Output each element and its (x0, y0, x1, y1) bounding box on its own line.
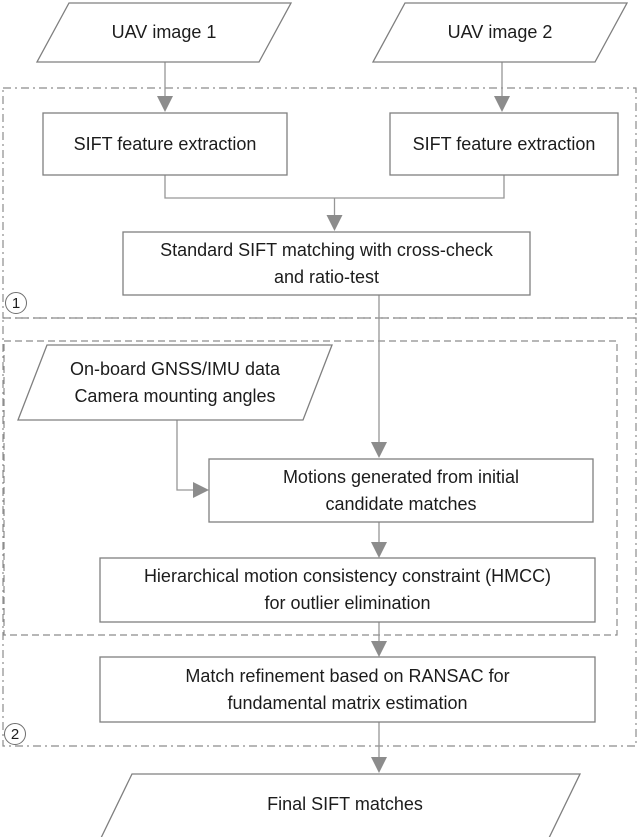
ransac-refinement-box (99, 656, 596, 723)
stage-2-badge: 2 (4, 723, 26, 745)
standard-matching-label: Standard SIFT matching with cross-check … (160, 239, 493, 287)
final-matches-parallelogram (100, 773, 582, 837)
stage-2-region-border (2, 317, 637, 747)
connector-gnss-to-motions (176, 420, 194, 491)
arrowhead-gnss-to-motions (193, 482, 209, 498)
ransac-refinement-label: Match refinement based on RANSAC for fun… (185, 665, 510, 713)
arrowhead-hmcc-to-ransac (371, 641, 387, 657)
uav-image-1-label: UAV image 1 (111, 22, 217, 42)
gnss-imu-label: On-board GNSS/IMU data Camera mounting a… (69, 358, 281, 406)
hmcc-highlight-region-border (3, 340, 618, 636)
arrowhead-uav2-to-sift2 (494, 96, 510, 112)
arrowhead-motions-to-hmcc (371, 542, 387, 558)
arrowhead-merge-to-standard (326, 215, 343, 231)
uav-image-1-parallelogram (35, 2, 293, 63)
stage-2-badge-number: 2 (10, 725, 20, 743)
uav-image-2-label: UAV image 2 (447, 22, 553, 42)
hmcc-box (99, 557, 596, 623)
sift-extraction-2-label: SIFT feature extraction (412, 133, 596, 154)
motions-generated-box (208, 458, 594, 523)
connector-sift-merge (164, 175, 505, 199)
sift-extraction-2-box (389, 112, 619, 176)
final-matches-label: Final SIFT matches (267, 793, 423, 814)
stage-1-badge: 1 (5, 292, 27, 314)
sift-extraction-1-label: SIFT feature extraction (73, 133, 257, 154)
standard-matching-box (122, 231, 531, 296)
stage-1-badge-number: 1 (11, 294, 21, 312)
arrowhead-ransac-to-final (371, 757, 387, 773)
sift-extraction-1-box (42, 112, 288, 176)
arrowhead-uav1-to-sift1 (157, 96, 173, 112)
motions-generated-label: Motions generated from initial candidate… (282, 466, 520, 514)
uav-image-2-parallelogram (371, 2, 629, 63)
gnss-imu-parallelogram (17, 344, 333, 421)
arrowhead-standard-to-motions (371, 442, 387, 458)
hmcc-label: Hierarchical motion consistency constrai… (143, 566, 552, 613)
